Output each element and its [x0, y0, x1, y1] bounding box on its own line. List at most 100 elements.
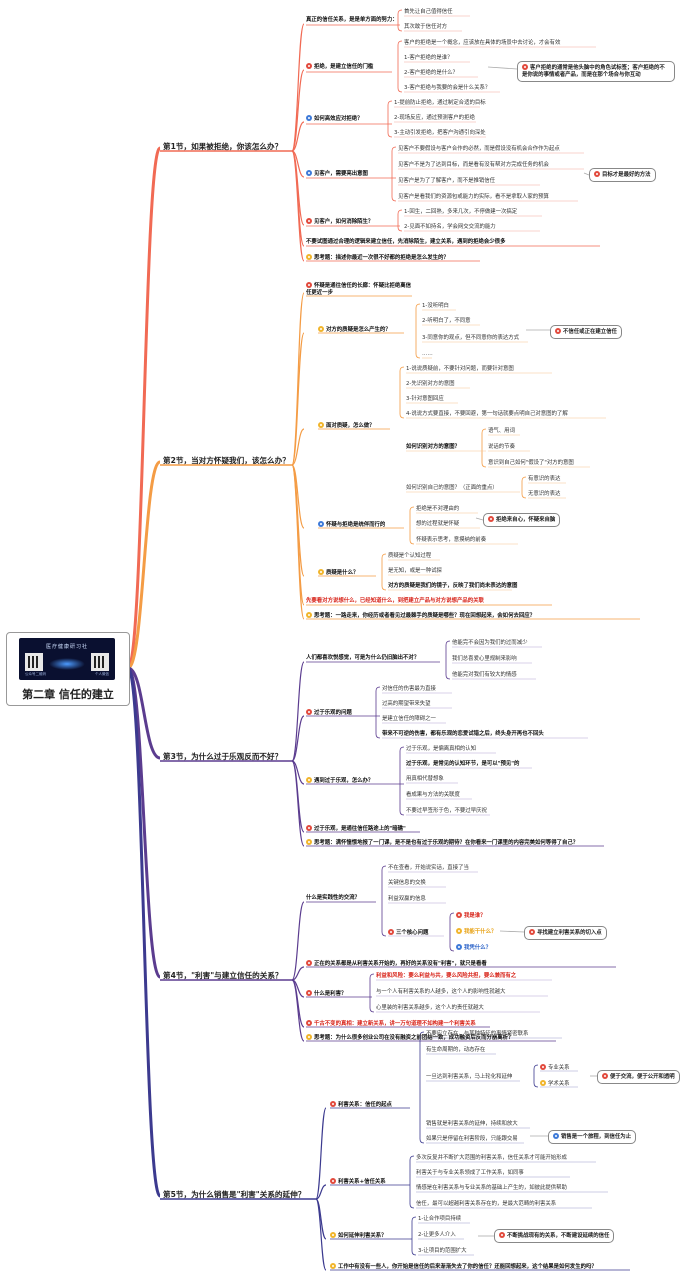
s3-node[interactable]: 思考题：满怀憧憬地报了一门课，是不是也有过于乐观的期待？在你看来一门课里的内容完…: [306, 839, 578, 847]
s1-leaf[interactable]: 1-客户拒绝的是谁？: [404, 55, 453, 61]
s2-node[interactable]: 质疑是什么？: [318, 569, 358, 577]
s5-summary-box[interactable]: 便于交流，便于公开和透明: [597, 1070, 680, 1084]
s1-leaf[interactable]: 3-客户拒绝与我要的会是什么关系？: [404, 85, 491, 91]
s3-leaf[interactable]: 过于乐观，是常见的认知环节，是可以"预见"的: [406, 761, 520, 767]
s4-node[interactable]: 正在的关系都是从利害关系开始的，再好的关系没有"利害"，就只是看看: [306, 960, 487, 968]
s2-leaf[interactable]: 想的过程就是怀疑: [416, 521, 460, 527]
s2-node[interactable]: 怀疑是通往信任的长廊：怀疑比拒绝离信任更近一步: [306, 282, 412, 297]
s5-leaf[interactable]: 利害关于与专业关系领成了工作关系，如同事: [416, 1170, 524, 1176]
s4-node[interactable]: 三个核心问题: [388, 929, 428, 937]
s1-leaf[interactable]: 见客户是为了了解客户，而不是推销信任: [398, 178, 496, 184]
s5-summary-box[interactable]: 不断挑战现有的关系，不断建设延续的信任: [494, 1229, 615, 1243]
s4-node[interactable]: 什么是利害？: [306, 990, 346, 998]
s5-leaf[interactable]: 情感是在利害关系与专业关系的基础上产生的，如彼此提供帮助: [416, 1185, 567, 1191]
s4-leaf[interactable]: 我凭什么？: [456, 944, 491, 952]
s5-leaf[interactable]: 有生命周期的，动态存在: [426, 1047, 486, 1053]
s3-node[interactable]: 过于乐观，是通往信任路途上的"暗礁": [306, 825, 406, 833]
s2-leaf[interactable]: 说话的节奏: [488, 444, 515, 450]
section-5-title[interactable]: 第5节，为什么销售是"利害"关系的延伸？: [163, 1190, 306, 1199]
s1-leaf[interactable]: 客户的拒绝是一个概念，应该放在具体的场景中去讨论，才会有效: [404, 40, 561, 46]
s2-leaf[interactable]: 对方的质疑是我们的镜子，反映了我们尚未表达的意图: [388, 583, 518, 589]
s2-leaf[interactable]: 怀疑表示思考，意摸纳的前奏: [416, 537, 487, 543]
s2-leaf[interactable]: 意识到自己如何"假设了"对方的意图: [488, 460, 574, 466]
s2-node[interactable]: 面对质疑，怎么做？: [318, 422, 375, 430]
s5-leaf[interactable]: 信任，最可以超越利害关系存在的，是最大范畴的利害关系: [416, 1201, 557, 1207]
s2-leaf[interactable]: 语气、用词: [488, 428, 515, 434]
s5-node[interactable]: 利害关系：信任的起点: [330, 1101, 392, 1109]
s2-leaf[interactable]: 是无知，或是一种试探: [388, 568, 442, 574]
s1-leaf[interactable]: 见客户不是为了达到目标，而是看有没有帮对方完成任务的机会: [398, 162, 549, 168]
s2-leaf[interactable]: ……: [422, 351, 433, 357]
s4-leaf[interactable]: 利益双赢的信息: [388, 896, 426, 902]
s3-leaf[interactable]: 过高的期望带来失望: [382, 701, 431, 707]
root-node[interactable]: 医疗健康研习社 公众号二维码 个人微信 第二章 信任的建立: [6, 632, 130, 706]
s3-node[interactable]: 人们都喜欢悦感觉，可是为什么仍旧脑出不对？: [306, 655, 420, 661]
s2-leaf[interactable]: 拒绝是不对理由的: [416, 506, 460, 512]
s2-leaf[interactable]: 3-针对意图回应: [406, 396, 444, 402]
s3-leaf[interactable]: 带来不可逆的伤害，都有乐观的恋爱试错之后，终头身开再也不回头: [382, 731, 544, 737]
s3-leaf[interactable]: 他能完不会因为我们的过而减少: [452, 640, 528, 646]
s2-leaf[interactable]: 质疑是个认知过程: [388, 553, 432, 559]
s1-leaf[interactable]: 3-主动引发拒绝，把客户沟通引向深处: [394, 130, 486, 136]
s4-leaf[interactable]: 不在查看，开始说实话，直接了当: [388, 865, 469, 871]
s1-node[interactable]: 思考题：描述你最近一次很不好都的拒绝是怎么发生的？: [306, 254, 449, 262]
section-4-title[interactable]: 第4节，"利害"与建立信任的关系？: [163, 971, 283, 980]
s4-highlight[interactable]: 千古不变的真相：建立新关系，讲一万句道理不如构建一个利害关系: [306, 1020, 476, 1028]
s1-leaf[interactable]: 见客户不要假设与客户合作的必然，而是假设没有机会合作作为起点: [398, 146, 560, 152]
s2-leaf[interactable]: 1-说说质疑前，不要针对问题，而要针对意图: [406, 366, 514, 372]
s2-leaf[interactable]: 2-先识别对方的意图: [406, 381, 455, 387]
s4-leaf[interactable]: 利益和风险：要么利益与共，要么风险共担，要么兼而有之: [376, 973, 517, 979]
s3-leaf[interactable]: 不要过早签形于色，不要过早庆祝: [406, 808, 487, 814]
s5-leaf[interactable]: 不要应立存在，与某种特征的事情紧密联系: [426, 1031, 529, 1037]
s1-leaf[interactable]: 2-现场反应，通过预测客户的拒绝: [394, 115, 475, 121]
s1-summary-box[interactable]: 目标才是最好的方法: [589, 168, 656, 182]
s2-node[interactable]: 怀疑与拒绝是统伴而行的: [318, 521, 385, 529]
s4-leaf[interactable]: 与一个人有利害关系的人越多，这个人的影响性就越大: [376, 989, 506, 995]
s5-node[interactable]: 利害关系+信任关系: [330, 1178, 386, 1186]
s1-summary-box[interactable]: 客户拒绝的通常是他头脑中的角色试标签；客户拒绝的不是你说的事情或者产品，而是在那…: [517, 61, 675, 82]
s3-node[interactable]: 过于乐观的问题: [306, 709, 352, 717]
s5-leaf[interactable]: 1-让合作项目持续: [418, 1216, 462, 1222]
s3-leaf[interactable]: 我们总喜爱心里规制来影响: [452, 656, 517, 662]
s4-leaf[interactable]: 我能干什么？: [456, 928, 496, 936]
s1-leaf[interactable]: 首先让自己值得信任: [404, 9, 453, 15]
s1-leaf[interactable]: 2-客户拒绝的是什么？: [404, 70, 458, 76]
s2-node[interactable]: 思考题：一路走来，你经历或者看见过最棘手的质疑是哪些？现在回想起来，会如何去回应…: [306, 612, 535, 620]
s5-leaf[interactable]: 专业关系: [540, 1064, 570, 1072]
s5-leaf[interactable]: 学术关系: [540, 1080, 570, 1088]
s5-leaf[interactable]: 一旦达到利害关系，马上轮化和延伸: [426, 1074, 513, 1080]
s4-leaf[interactable]: 关键信息的交换: [388, 880, 426, 886]
s3-node[interactable]: 遇到过于乐观，怎么办？: [306, 777, 373, 785]
s2-leaf[interactable]: 1-没听明白: [422, 303, 449, 309]
s2-node[interactable]: 对方的质疑是怎么产生的？: [318, 326, 391, 334]
s3-leaf[interactable]: 是建立信任的障碍之一: [382, 716, 436, 722]
section-1-title[interactable]: 第1节，如果被拒绝，你该怎么办？: [163, 142, 283, 151]
s3-leaf[interactable]: 对信任的伤害最为直接: [382, 686, 436, 692]
s2-node[interactable]: 如何识别对方的意图？: [406, 444, 460, 450]
s4-node[interactable]: 什么是实践性的交流？: [306, 895, 360, 901]
s2-leaf[interactable]: 2-听明白了，不同意: [422, 318, 471, 324]
s1-node[interactable]: 真正的信任关系，是是单方面的努力：: [306, 17, 398, 23]
s4-node[interactable]: 思考题：为什么很多创业公司在没有融资之前团结一致，成功融资后反而分崩离析？: [306, 1034, 513, 1042]
s3-leaf[interactable]: 他能完对我们有较大的情感: [452, 672, 517, 678]
s4-leaf[interactable]: 我是谁？: [456, 912, 486, 920]
s4-summary-box[interactable]: 寻找建立利害关系的切入点: [524, 926, 607, 940]
s1-node[interactable]: 不要试图通过合理的逻辑来建立信任，先消除陌生，建立关系，遇到的拒绝会少很多: [306, 239, 506, 245]
s4-leaf[interactable]: 心里装的利害关系越多，这个人的责任就越大: [376, 1005, 484, 1011]
s5-leaf[interactable]: 销售就是利害关系的延伸，持续和放大: [426, 1121, 518, 1127]
s5-leaf[interactable]: 3-让项目的范围扩大: [418, 1248, 467, 1254]
s1-leaf[interactable]: 1-回生，二回熟，多来几次，不停做建一次搞定: [404, 209, 518, 215]
s5-node[interactable]: 如何延伸利害关系？: [330, 1232, 387, 1240]
s2-leaf[interactable]: 有意识的表达: [528, 476, 561, 482]
s1-leaf[interactable]: 1-提前防止拒绝，通过制定合适的目标: [394, 100, 486, 106]
section-3-title[interactable]: 第3节，为什么过于乐观反而不好？: [163, 752, 283, 761]
s1-leaf[interactable]: 其次敢于信任对方: [404, 24, 448, 30]
s2-summary-box[interactable]: 不信任或正在建立信任: [550, 325, 622, 339]
s5-leaf[interactable]: 如果只是停留在利害阶段，只能跟交易: [426, 1136, 518, 1142]
section-2-title[interactable]: 第2节，当对方怀疑我们，该怎么办？: [163, 456, 290, 465]
s3-leaf[interactable]: 过于乐观，是偏离真相的认知: [406, 746, 477, 752]
s1-node[interactable]: 拒绝，是建立信任的门槛: [306, 63, 373, 71]
s3-leaf[interactable]: 用真相代替想象: [406, 776, 444, 782]
s1-node[interactable]: 见客户，需要亮出意图: [306, 170, 368, 178]
s1-leaf[interactable]: 2-见面不如持名，学会网交交流的能力: [404, 224, 496, 230]
